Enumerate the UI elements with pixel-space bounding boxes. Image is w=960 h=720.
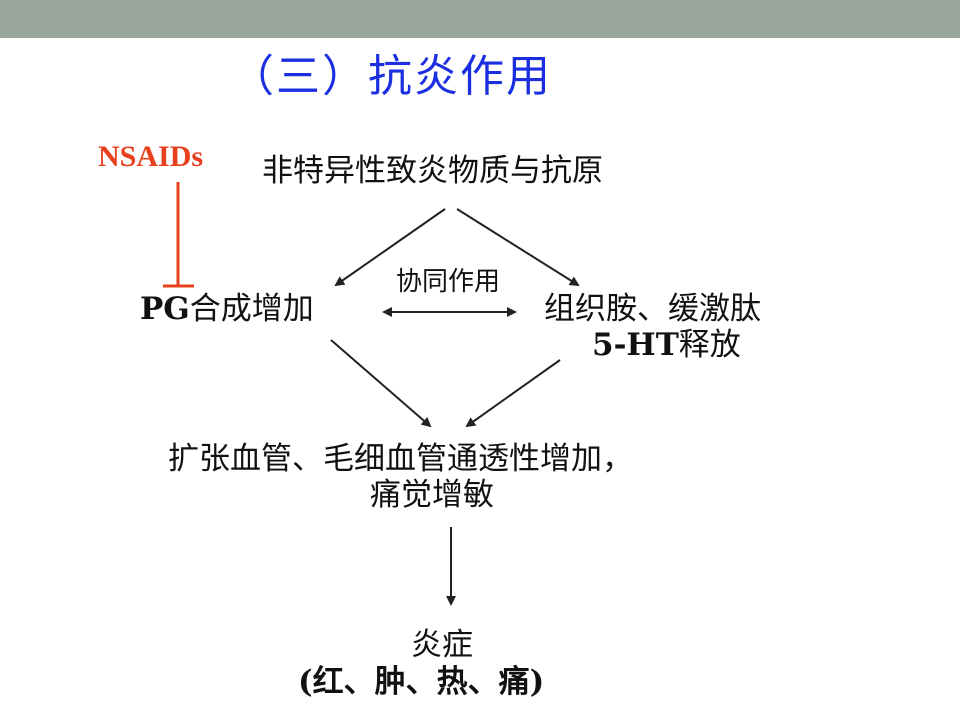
arrow-mediators-to-effect: [465, 359, 561, 428]
release-text: 释放: [678, 327, 741, 363]
arrow-to-mediators: [456, 208, 580, 287]
symptoms-node: (红、肿、热、痛): [298, 664, 545, 700]
synergy-label: 协同作用: [396, 267, 501, 297]
arrow-pg-to-effect: [330, 339, 432, 428]
nsaids-label: NSAIDs: [98, 140, 204, 173]
vascular-effect-line2: 痛觉增敏: [370, 477, 494, 513]
top-decorative-bar: [0, 0, 960, 38]
pg-synthesis-node: PG合成增加: [140, 291, 314, 327]
arrow-to-pg: [334, 208, 446, 287]
vascular-effect-line1: 扩张血管、毛细血管通透性增加，: [168, 441, 633, 477]
pg-label: PG: [140, 291, 190, 327]
mediators-line1: 组织胺、缓激肽: [544, 291, 761, 327]
pg-synthesis-text: 合成增加: [189, 291, 314, 327]
serotonin-label: 5-HT: [592, 327, 679, 363]
slide-title: （三）抗炎作用: [230, 51, 552, 102]
inflammation-node: 炎症: [411, 627, 473, 663]
mediators-line2: 5-HT释放: [592, 327, 741, 363]
stimulus-node: 非特异性致炎物质与抗原: [262, 153, 603, 189]
